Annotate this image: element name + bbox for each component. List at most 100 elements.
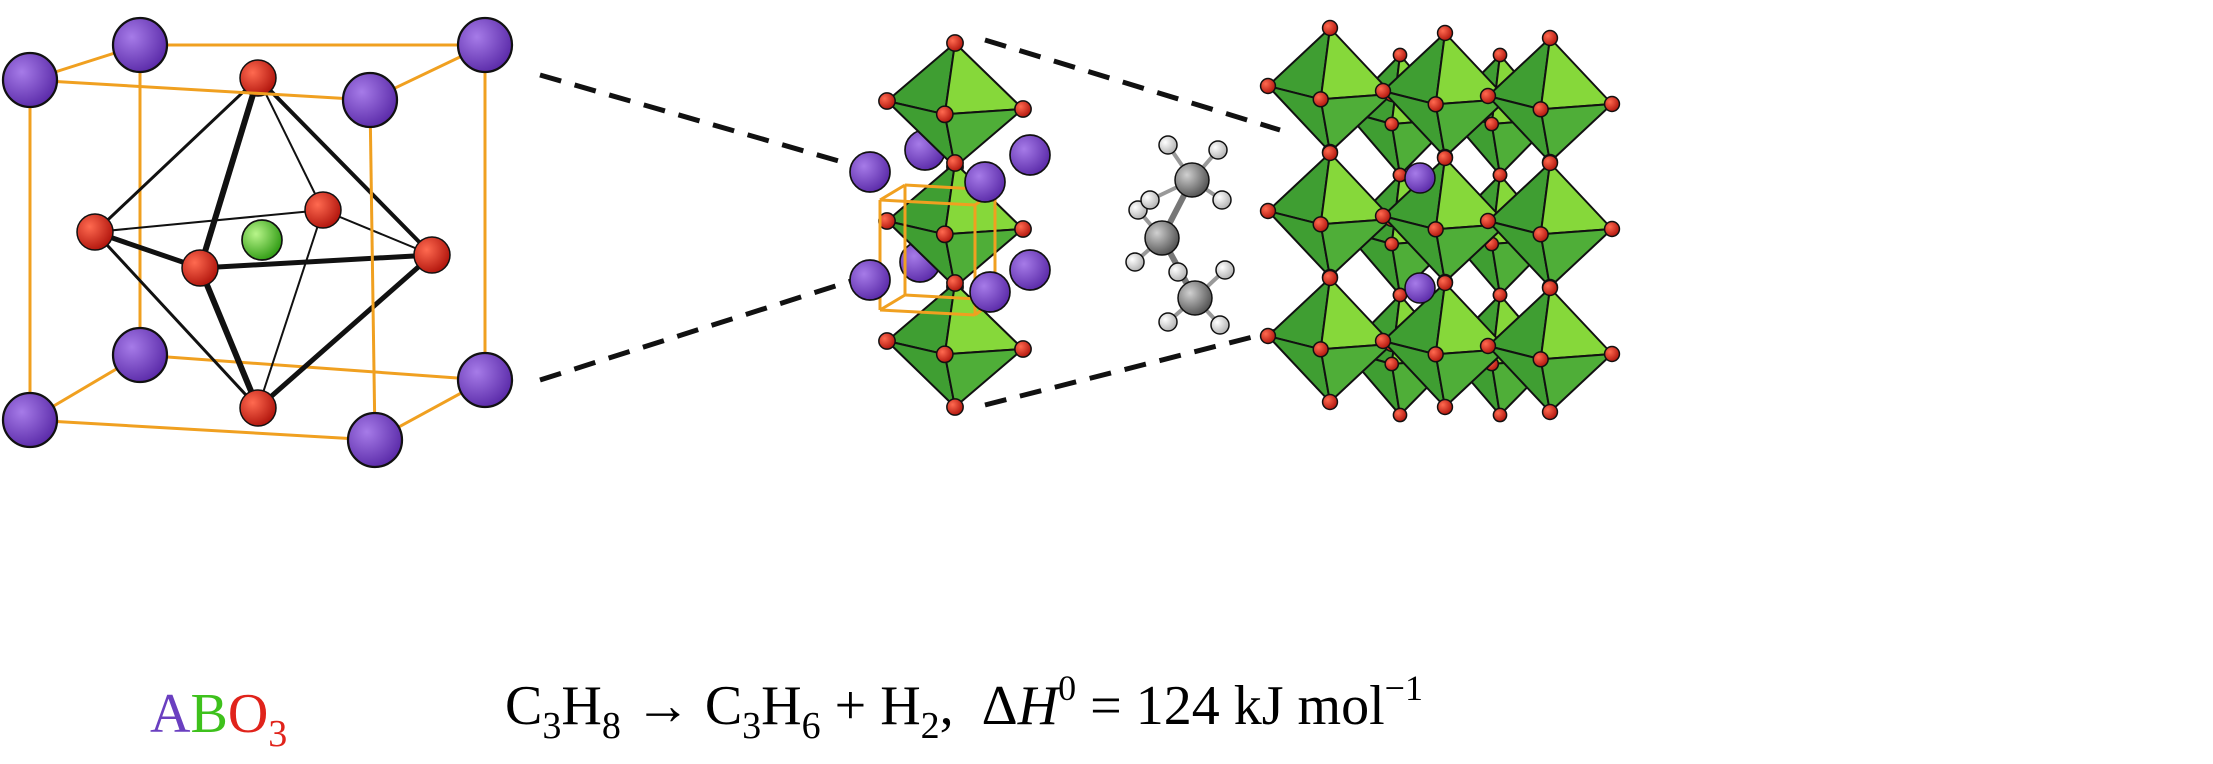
oxygen-atom: [1603, 345, 1621, 363]
oxygen-atom: [1436, 24, 1454, 42]
oxygen-atom: [1259, 77, 1277, 95]
octahedron-face: [1434, 223, 1508, 283]
oxygen-atom: [935, 345, 954, 364]
a-site-atom: [1009, 249, 1051, 291]
eq-plus: +: [834, 675, 867, 737]
formula-b: B: [190, 683, 228, 745]
oxygen-atom: [935, 105, 954, 124]
oxygen-atom: [1014, 100, 1032, 118]
a-site-atom: [1, 51, 59, 109]
octahedron-edge: [199, 252, 433, 271]
oxygen-atom: [1532, 101, 1549, 118]
cell-edge: [879, 308, 976, 317]
octahedron-edge: [93, 76, 260, 234]
oxygen-atom: [1427, 96, 1444, 113]
abo3-unit-cell: [1, 16, 514, 469]
oxygen-atom: [1427, 221, 1444, 238]
hydrogen-atom: [1125, 252, 1145, 272]
oxygen-atom: [946, 34, 964, 52]
hydrogen-atom: [1215, 260, 1235, 280]
oxygen-atom: [1541, 154, 1559, 172]
octahedron-edge: [256, 76, 434, 257]
oxygen-atom: [1484, 116, 1500, 132]
eq-sup: 0: [1058, 668, 1077, 708]
oxygen-atom: [946, 398, 964, 416]
oxygen-atom: [1384, 356, 1400, 372]
oxygen-atom: [1374, 207, 1392, 225]
oxygen-atom: [1541, 279, 1559, 297]
b-site-atom: [241, 219, 283, 261]
oxygen-atom: [239, 389, 277, 427]
oxygen-atom: [1479, 212, 1497, 230]
eq-enthalpy: H: [1017, 675, 1059, 737]
dashed-guide-line: [984, 327, 1281, 408]
octahedra-chain: [849, 34, 1051, 416]
hydrogen-atom: [1158, 312, 1178, 332]
a-site-atom: [849, 259, 891, 301]
octahedron-face: [1319, 343, 1393, 403]
eq-reactant-c: C: [505, 675, 543, 737]
octahedron-face: [1319, 93, 1393, 153]
octahedron-edge: [94, 209, 324, 233]
cell-edge: [368, 99, 377, 441]
formula-subscript: 3: [268, 713, 288, 755]
eq-sub: 3: [542, 705, 562, 747]
octahedron-face: [1539, 103, 1613, 163]
a-site-atom: [456, 16, 514, 74]
octahedron-face: [1539, 353, 1613, 413]
oxygen-atom: [76, 213, 114, 251]
oxygen-atom: [413, 236, 451, 274]
eq-unit-sup: −1: [1384, 668, 1423, 708]
hydrogen-atom: [1158, 135, 1178, 155]
hydrogen-atom: [1212, 190, 1232, 210]
oxygen-atom: [1312, 341, 1329, 358]
hydrogen-atom: [1210, 315, 1230, 335]
eq-equals: =: [1090, 675, 1122, 737]
octahedron-face: [1434, 98, 1508, 158]
oxygen-atom: [1603, 220, 1621, 238]
a-site-atom: [1009, 134, 1051, 176]
oxygen-atom: [878, 332, 896, 350]
oxygen-atom: [1392, 407, 1408, 423]
oxygen-atom: [946, 274, 964, 292]
oxygen-atom: [1321, 144, 1339, 162]
eq-sub: 8: [601, 705, 621, 747]
octahedron-face: [943, 348, 1024, 408]
octahedron-face: [1539, 162, 1613, 236]
oxygen-atom: [1492, 167, 1508, 183]
cell-edge: [29, 78, 371, 102]
oxygen-atom: [1259, 327, 1277, 345]
oxygen-atom: [1492, 287, 1508, 303]
oxygen-atom: [1321, 393, 1339, 411]
oxygen-atom: [1603, 95, 1621, 113]
oxygen-atom: [1436, 398, 1454, 416]
oxygen-atom: [1259, 202, 1277, 220]
cell-edge: [29, 418, 376, 442]
cell-edge: [879, 198, 976, 207]
dashed-guide-line: [984, 37, 1281, 133]
eq-delta: Δ: [981, 675, 1018, 737]
cell-edge: [879, 293, 906, 312]
a-site-atom: [341, 71, 399, 129]
cell-edge: [139, 353, 486, 382]
eq-comma: ,: [939, 675, 954, 737]
eq-sub: 2: [920, 705, 940, 747]
eq-product2: H: [880, 675, 921, 737]
dashed-guide-line: [539, 272, 871, 383]
a-site-atom: [849, 151, 891, 193]
oxygen-atom: [1014, 340, 1032, 358]
carbon-atom: [1144, 220, 1180, 256]
octahedron-edge: [197, 77, 261, 269]
octahedron-face: [1539, 287, 1613, 361]
oxygen-atom: [1532, 351, 1549, 368]
a-site-atom: [346, 411, 404, 469]
oxygen-atom: [946, 154, 964, 172]
formula-a: A: [150, 683, 191, 745]
a-site-atom: [1, 391, 59, 449]
abo3-formula: ABO3: [150, 686, 287, 753]
eq-sub: 6: [801, 705, 821, 747]
propane-molecule: [1125, 135, 1235, 335]
eq-product1-c: C: [704, 675, 743, 737]
octahedron-edge: [322, 209, 433, 256]
eq-reactant-h: H: [561, 675, 602, 737]
